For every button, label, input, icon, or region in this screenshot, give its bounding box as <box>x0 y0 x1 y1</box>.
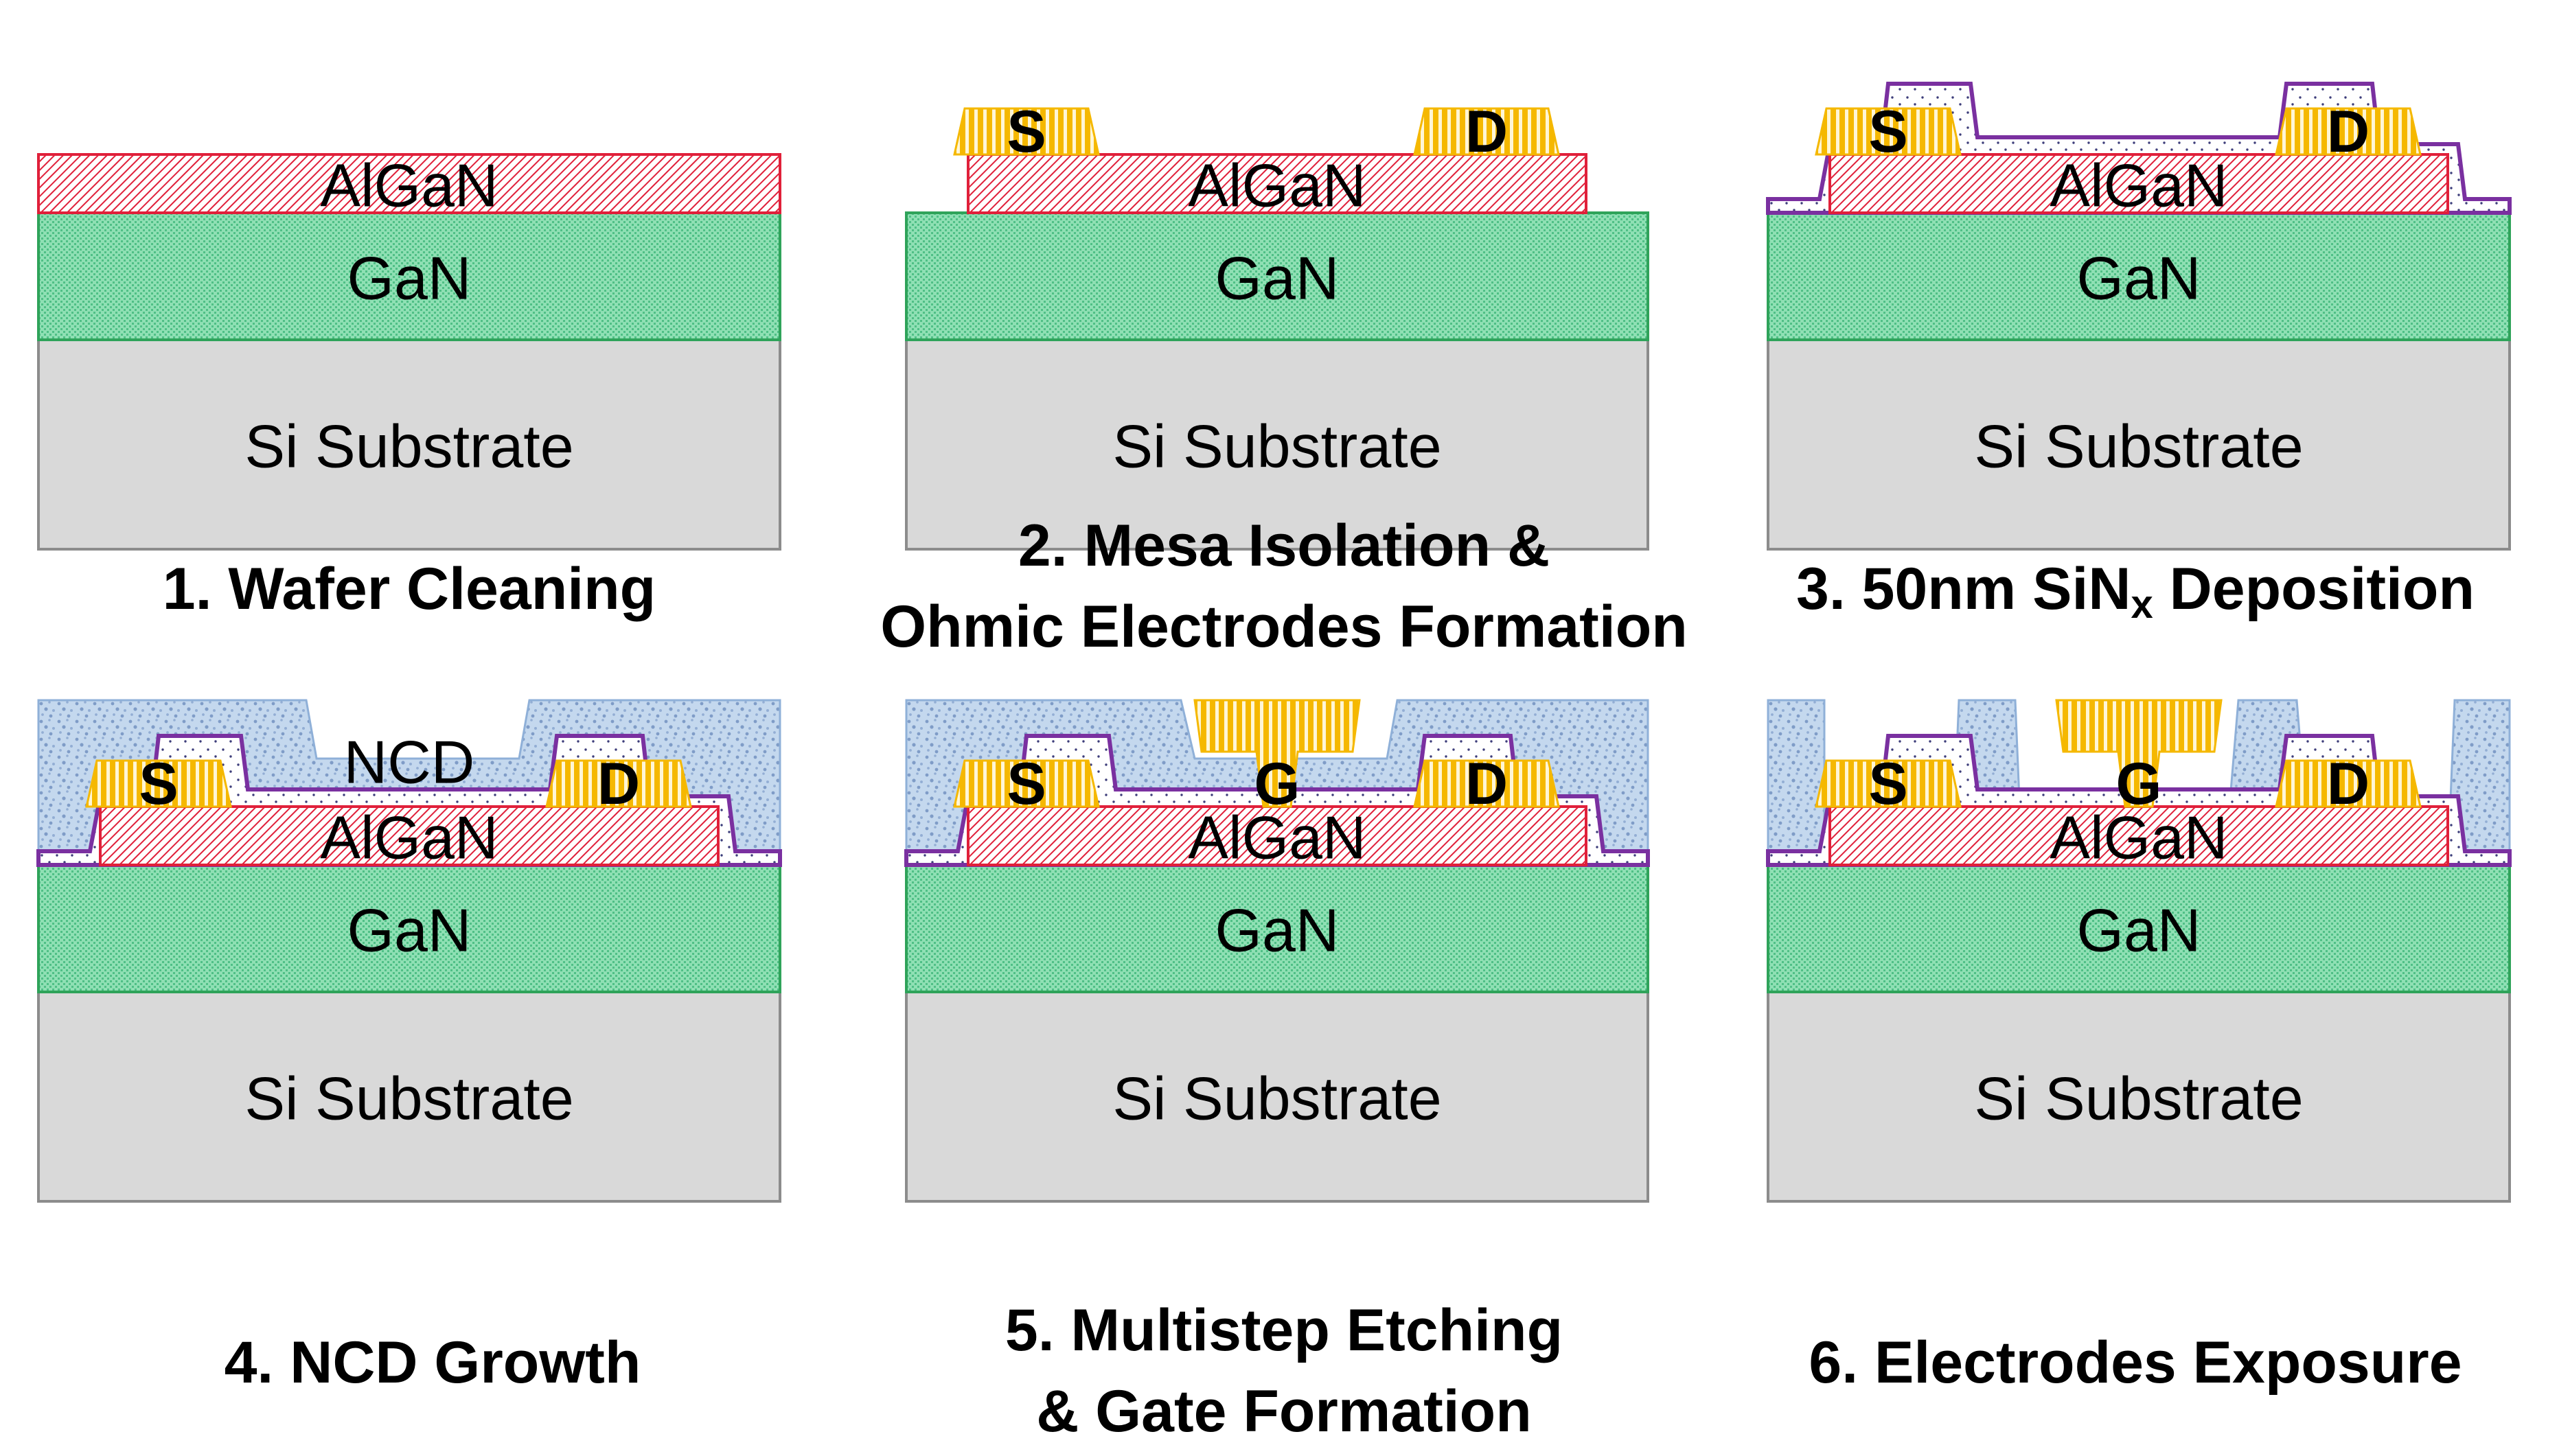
caption-suffix: Deposition <box>2153 556 2475 622</box>
gan-layer <box>1767 211 2511 341</box>
algan-label: AlGaN <box>1188 804 1366 872</box>
si-substrate-layer <box>905 991 1649 1203</box>
algan-label: AlGaN <box>2050 804 2227 872</box>
drain-electrode-label: D <box>2327 99 2370 165</box>
source-electrode <box>1815 107 1962 156</box>
gate-electrode-label: G <box>1254 751 1300 817</box>
drain-electrode-label: D <box>2327 751 2370 817</box>
gate-electrode <box>1193 699 1361 808</box>
drain-electrode <box>545 759 692 808</box>
gan-label: GaN <box>2077 897 2201 964</box>
algan-label: AlGaN <box>320 152 498 220</box>
step-1-caption-line-1: 1. Wafer Cleaning <box>163 556 656 622</box>
source-electrode <box>85 759 232 808</box>
gan-layer <box>37 864 781 993</box>
ncd-label: NCD <box>344 728 475 796</box>
si-substrate-layer <box>1767 991 2511 1203</box>
si-substrate-label: Si Substrate <box>1974 413 2303 481</box>
gan-label: GaN <box>1215 897 1340 964</box>
si-substrate-layer <box>37 338 781 551</box>
step-6-caption-line-1: 6. Electrodes Exposure <box>1809 1330 2462 1396</box>
source-electrode-label: S <box>139 751 178 817</box>
algan-label: AlGaN <box>2050 152 2227 220</box>
step-3-caption: 3. 50nm SiNx Deposition <box>1796 556 2475 627</box>
gan-layer <box>37 211 781 341</box>
caption-prefix: 3. 50nm SiN <box>1796 556 2131 622</box>
drain-electrode-label: D <box>1465 99 1508 165</box>
algan-layer <box>37 153 781 214</box>
algan-layer <box>1828 153 2449 214</box>
drain-electrode <box>1413 107 1560 156</box>
drain-electrode <box>2275 759 2422 808</box>
panel-step-5: Si Substrate AlGaN GaN S D G <box>904 699 1650 1203</box>
gate-electrode-label: G <box>2116 751 2162 817</box>
si-substrate-label: Si Substrate <box>244 1065 573 1133</box>
drain-electrode-label: D <box>1465 751 1508 817</box>
algan-label: AlGaN <box>1188 152 1366 220</box>
panel-step-3: Si Substrate AlGaN GaN S D <box>1766 82 2512 551</box>
panel-step-2: Si Substrate AlGaN GaN S D <box>905 99 1649 551</box>
si-substrate-label: Si Substrate <box>244 413 573 481</box>
gan-layer <box>905 211 1649 341</box>
source-electrode <box>953 759 1100 808</box>
gan-layer <box>1767 864 2511 993</box>
drain-electrode <box>2275 107 2422 156</box>
step-4-caption-line-1: 4. NCD Growth <box>225 1330 641 1396</box>
source-electrode <box>1815 759 1962 808</box>
source-electrode-label: S <box>1007 751 1046 817</box>
algan-label: AlGaN <box>320 804 498 872</box>
panel-step-4: Si Substrate AlGaN GaN S D NCD <box>36 699 782 1203</box>
si-substrate-layer <box>1767 338 2511 551</box>
si-substrate-label: Si Substrate <box>1112 413 1441 481</box>
source-electrode-label: S <box>1868 751 1907 817</box>
gan-label: GaN <box>1215 244 1340 312</box>
caption-subscript: x <box>2131 582 2153 627</box>
source-electrode-label: S <box>1868 99 1907 165</box>
source-electrode-label: S <box>1007 99 1046 165</box>
si-substrate-label: Si Substrate <box>1974 1065 2303 1133</box>
panel-step-1: Si Substrate AlGaN GaN <box>37 152 781 551</box>
step-5-caption-line-2: & Gate Formation <box>1036 1378 1532 1444</box>
gan-label: GaN <box>2077 244 2201 312</box>
gate-electrode <box>2055 699 2223 808</box>
step-2-caption-line-1: 2. Mesa Isolation & <box>1018 513 1550 579</box>
step-5-caption-line-1: 5. Multistep Etching <box>1005 1297 1563 1363</box>
drain-electrode <box>1413 759 1560 808</box>
gan-label: GaN <box>347 897 472 964</box>
gan-label: GaN <box>347 244 472 312</box>
step-2-caption-line-2: Ohmic Electrodes Formation <box>880 594 1688 660</box>
algan-layer <box>99 805 720 866</box>
algan-layer <box>967 153 1587 214</box>
algan-layer <box>967 805 1587 866</box>
source-electrode <box>953 107 1100 156</box>
si-substrate-label: Si Substrate <box>1112 1065 1441 1133</box>
drain-electrode-label: D <box>597 751 640 817</box>
panel-step-6: Si Substrate AlGaN GaN S D G <box>1766 699 2512 1203</box>
ncd-pillar-1 <box>1767 699 1826 866</box>
si-substrate-layer <box>905 338 1649 551</box>
algan-layer <box>1828 805 2449 866</box>
